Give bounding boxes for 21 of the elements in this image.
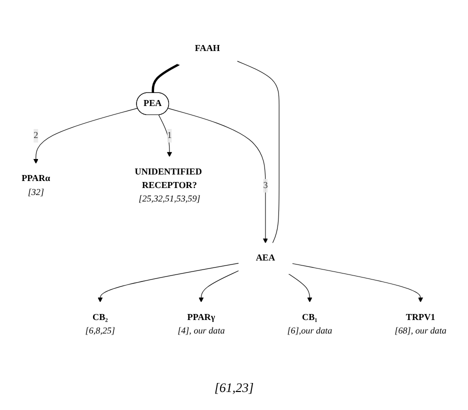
reference-note: [61,23] — [214, 380, 254, 395]
node-text: FAAH — [194, 44, 220, 54]
arrow — [158, 114, 172, 157]
connector — [236, 60, 280, 244]
arrow — [98, 262, 240, 302]
node-text: AEA — [256, 253, 276, 263]
arrow — [292, 263, 424, 302]
edge-label: 3 — [263, 180, 268, 190]
arrow — [198, 270, 240, 302]
node-text: CB₂ [6,8,25] — [85, 312, 116, 336]
edge-label: 2 — [34, 130, 38, 140]
node-text: UNIDENTIFIED RECEPTOR? [25,32,51,53,59] — [134, 166, 202, 204]
edge-label: 1 — [167, 130, 172, 140]
node-text: TRPV1 [68], our data — [394, 312, 446, 336]
arrow — [33, 108, 138, 164]
arrow — [168, 108, 268, 244]
arrow — [288, 273, 312, 302]
connector — [152, 63, 180, 93]
node-text: PPARγ [4], our data — [178, 312, 225, 336]
node-text: PPARα [32] — [22, 174, 50, 198]
node-text: CB₁ [6],our data — [287, 312, 332, 336]
